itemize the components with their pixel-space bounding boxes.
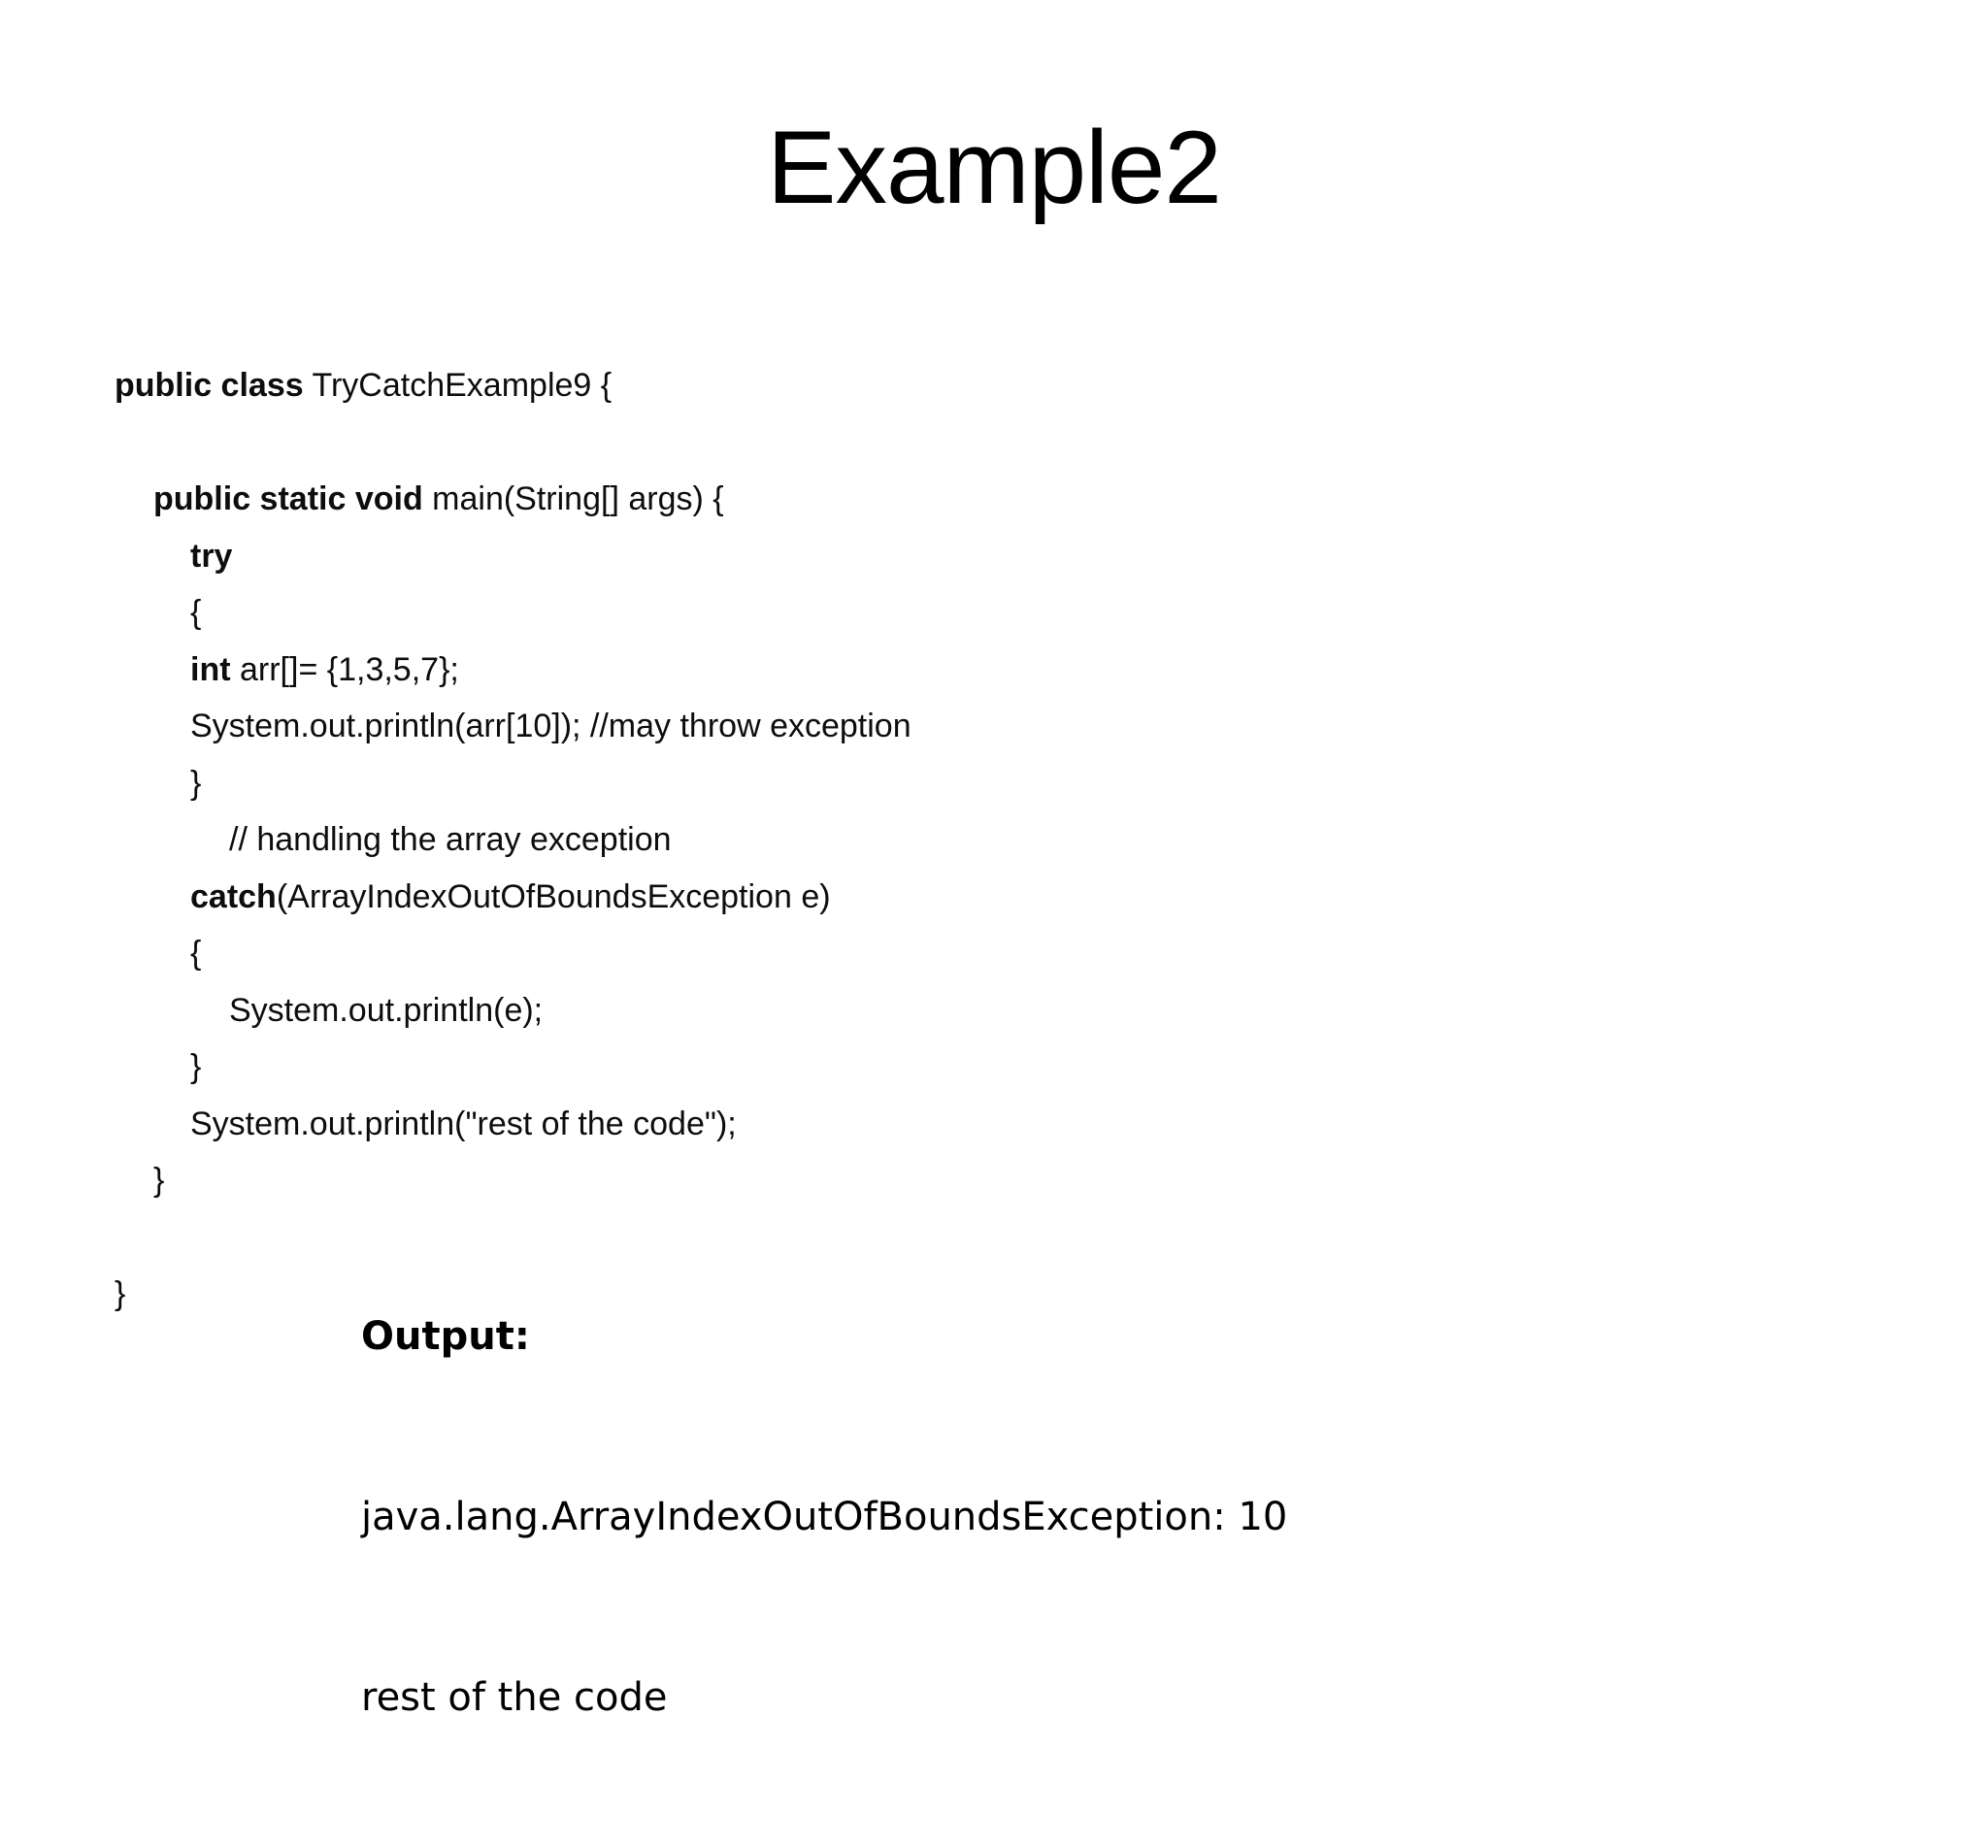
code-keyword: int: [190, 650, 231, 688]
code-text: arr[]= {1,3,5,7};: [230, 650, 459, 688]
code-text: System.out.println(e);: [229, 991, 544, 1029]
page-title: Example2: [767, 109, 1222, 225]
code-line: public class TryCatchExample9 {: [115, 357, 1376, 414]
output-line-rest: rest of the code: [361, 1675, 668, 1720]
code-line: System.out.println(arr[10]); //may throw…: [115, 698, 1376, 755]
code-line: }: [115, 755, 1376, 812]
code-keyword: try: [190, 537, 233, 575]
code-text: // handling the array exception: [229, 821, 672, 858]
code-line: }: [115, 1152, 1376, 1209]
code-line: try: [115, 528, 1376, 585]
code-text: (ArrayIndexOutOfBoundsException e): [276, 877, 831, 915]
code-line: }: [115, 1039, 1376, 1096]
code-line: System.out.println(e);: [115, 982, 1376, 1040]
code-text: TryCatchExample9 {: [303, 367, 613, 404]
code-text: }: [190, 764, 202, 802]
code-keyword: public class: [115, 367, 304, 404]
code-text: }: [190, 1048, 202, 1085]
code-line: int arr[]= {1,3,5,7};: [115, 642, 1376, 699]
code-text: System.out.println(arr[10]); //may throw…: [190, 708, 911, 744]
code-line: catch(ArrayIndexOutOfBoundsException e): [115, 869, 1376, 926]
output-heading: Output:: [361, 1314, 530, 1359]
code-text: main(String[] args) {: [422, 480, 724, 517]
code-line: System.out.println("rest of the code");: [115, 1096, 1376, 1153]
code-line: public static void main(String[] args) {: [115, 471, 1376, 528]
code-text: {: [190, 935, 202, 972]
slide-canvas: Example2 public class TryCatchExample9 {…: [115, 109, 1376, 1720]
output-panel: Output: java.lang.ArrayIndexOutOfBoundsE…: [361, 1186, 1287, 1848]
code-line: }: [115, 1266, 1376, 1323]
code-keyword: public static void: [153, 480, 423, 517]
code-line: // handling the array exception: [115, 811, 1376, 869]
code-listing: public class TryCatchExample9 { public st…: [115, 357, 1376, 1323]
code-text: }: [115, 1275, 126, 1312]
code-text: System.out.println("rest of the code");: [190, 1105, 737, 1142]
code-line: [115, 414, 1376, 472]
code-line: {: [115, 584, 1376, 642]
code-text: }: [153, 1162, 165, 1199]
code-line: {: [115, 925, 1376, 982]
code-text: {: [190, 594, 202, 631]
output-line-exception: java.lang.ArrayIndexOutOfBoundsException…: [361, 1495, 1288, 1539]
code-keyword: catch: [190, 877, 277, 915]
